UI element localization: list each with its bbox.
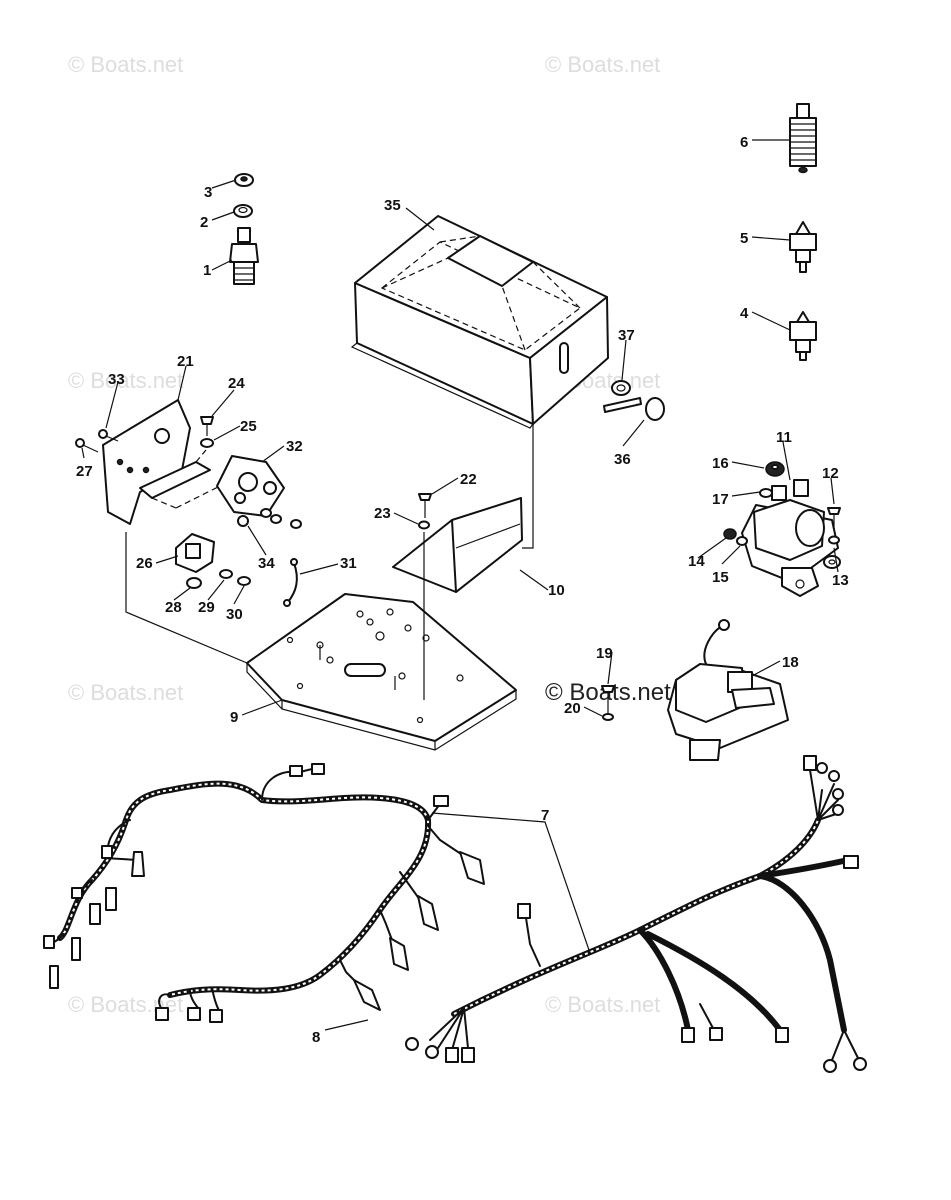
part-washer-2[interactable]: [233, 204, 253, 218]
part-solenoid-11[interactable]: [741, 479, 841, 597]
watermarks: © Boats.net © Boats.net © Boats.net © Bo…: [68, 52, 671, 1017]
part-screw-22[interactable]: [418, 493, 432, 518]
callout-4: 4: [740, 305, 749, 322]
part-screw-19[interactable]: [601, 685, 615, 714]
part-washer-25[interactable]: [200, 438, 214, 448]
part-switch-4[interactable]: [789, 311, 817, 361]
callout-13: 13: [832, 572, 849, 589]
callout-37: 37: [618, 327, 635, 344]
part-screw-34[interactable]: [237, 515, 249, 527]
part-switch-5[interactable]: [789, 221, 817, 273]
callout-16: 16: [712, 455, 729, 472]
callout-20: 20: [564, 700, 581, 717]
watermark: © Boats.net: [68, 52, 183, 77]
part-washer-23[interactable]: [418, 520, 430, 530]
callout-7: 7: [541, 807, 549, 824]
callout-15: 15: [712, 569, 729, 586]
part-harness-7[interactable]: [405, 755, 867, 1073]
watermark: © Boats.net: [545, 992, 660, 1017]
callout-3: 3: [204, 184, 212, 201]
watermark: © Boats.net: [68, 368, 183, 393]
callout-leaders: [81, 139, 839, 1031]
part-screw-33[interactable]: [98, 429, 119, 442]
part-grommet-37[interactable]: [611, 380, 631, 396]
part-knob-36[interactable]: [603, 397, 665, 421]
part-washer-15[interactable]: [736, 536, 748, 546]
part-washer-30[interactable]: [237, 576, 251, 586]
callout-10: 10: [548, 582, 565, 599]
part-washer-17[interactable]: [759, 488, 773, 498]
callout-14: 14: [688, 553, 705, 570]
part-nut-28[interactable]: [186, 577, 202, 589]
part-regulator-32[interactable]: [216, 455, 285, 517]
callout-33: 33: [108, 371, 125, 388]
part-cover-35[interactable]: [350, 215, 609, 429]
part-screw-27[interactable]: [75, 438, 99, 453]
watermark: © Boats.net: [68, 680, 183, 705]
part-hardware-32[interactable]: [260, 508, 302, 529]
callout-24: 24: [228, 375, 245, 392]
callout-29: 29: [198, 599, 215, 616]
callout-31: 31: [340, 555, 357, 572]
part-lead-31[interactable]: [283, 558, 298, 607]
callout-17: 17: [712, 491, 729, 508]
part-sender-1[interactable]: [229, 227, 259, 285]
part-sender-6[interactable]: [789, 103, 817, 174]
callout-12: 12: [822, 465, 839, 482]
callout-21: 21: [177, 353, 194, 370]
callout-25: 25: [240, 418, 257, 435]
callout-18: 18: [782, 654, 799, 671]
callout-1: 1: [203, 262, 211, 279]
callout-22: 22: [460, 471, 477, 488]
part-bracket-10[interactable]: [392, 497, 523, 593]
assembly-lines: [125, 424, 534, 700]
part-plate-9[interactable]: [246, 593, 517, 751]
callout-28: 28: [165, 599, 182, 616]
callout-27: 27: [76, 463, 93, 480]
part-nut-16[interactable]: [765, 461, 785, 477]
callout-8: 8: [312, 1029, 320, 1046]
callout-6: 6: [740, 134, 748, 151]
callout-23: 23: [374, 505, 391, 522]
callout-36: 36: [614, 451, 631, 468]
part-solenoid-18[interactable]: [667, 619, 789, 761]
callout-26: 26: [136, 555, 153, 572]
callout-2: 2: [200, 214, 208, 231]
part-screw-24[interactable]: [200, 416, 214, 436]
part-washer-13[interactable]: [828, 535, 840, 545]
part-washer-20[interactable]: [602, 713, 614, 721]
part-screw-12[interactable]: [827, 507, 841, 530]
callout-35: 35: [384, 197, 401, 214]
watermark: © Boats.net: [545, 52, 660, 77]
callout-30: 30: [226, 606, 243, 623]
callout-labels: 3 2 1 6 5 4 7 8 9 10 11 12 13 14 15 16 1…: [76, 134, 849, 1046]
callout-9: 9: [230, 709, 238, 726]
part-connector-26[interactable]: [175, 533, 215, 573]
callout-32: 32: [286, 438, 303, 455]
callout-11: 11: [776, 429, 792, 446]
part-washer-29[interactable]: [219, 569, 233, 579]
part-nut-3[interactable]: [234, 173, 254, 187]
part-nut-14[interactable]: [723, 528, 737, 540]
part-bracket-21[interactable]: [102, 399, 211, 525]
callout-34: 34: [258, 555, 275, 572]
callout-19: 19: [596, 645, 613, 662]
callout-5: 5: [740, 230, 748, 247]
part-harness-8[interactable]: [43, 763, 485, 1023]
